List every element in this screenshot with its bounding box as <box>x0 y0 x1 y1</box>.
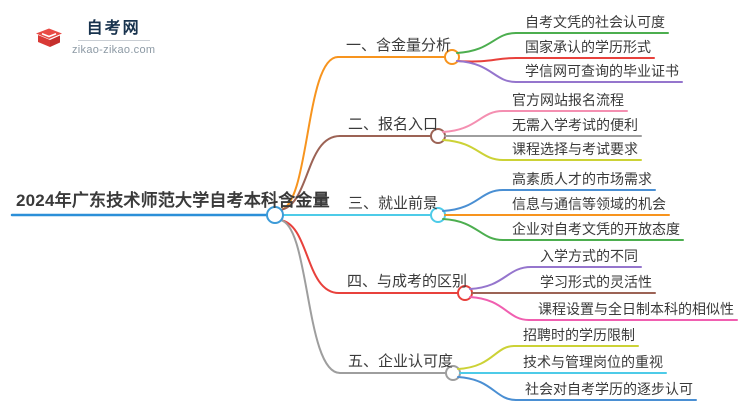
branch-child: 无需入学考试的便利 <box>512 116 638 133</box>
logo-title: 自考网 <box>86 20 141 37</box>
branch-title-3: 三、就业前景 <box>348 194 439 212</box>
branch-child: 企业对自考文凭的开放态度 <box>512 220 680 237</box>
branch-child: 学信网可查询的毕业证书 <box>525 62 679 79</box>
central-topic: 2024年广东技术师范大学自考本科含金量 <box>16 191 330 211</box>
branch-child: 课程选择与考试要求 <box>512 140 638 157</box>
branch-child: 入学方式的不同 <box>540 247 638 264</box>
branch-child: 学习形式的灵活性 <box>540 273 652 290</box>
graduation-cap-icon <box>28 15 64 56</box>
branch-child: 课程设置与全日制本科的相似性 <box>538 300 734 317</box>
site-logo: 自考网 zikao-zikao.com <box>28 14 155 56</box>
branch-child: 自考文凭的社会认可度 <box>525 13 665 30</box>
branch-title-4: 四、与成考的区别 <box>347 272 468 290</box>
branch-child: 技术与管理岗位的重视 <box>523 353 663 370</box>
logo-domain: zikao-zikao.com <box>72 44 156 56</box>
logo-divider <box>77 40 150 41</box>
branch-child: 信息与通信等领域的机会 <box>512 195 666 212</box>
branch-child: 招聘时的学历限制 <box>523 326 635 343</box>
branch-child: 高素质人才的市场需求 <box>512 170 652 187</box>
branch-title-5: 五、企业认可度 <box>348 352 454 370</box>
branch-child: 官方网站报名流程 <box>512 91 624 108</box>
branch-child: 社会对自考学历的逐步认可 <box>525 380 693 397</box>
branch-title-1: 一、含金量分析 <box>346 36 452 54</box>
branch-title-2: 二、报名入口 <box>348 115 439 133</box>
branch-child: 国家承认的学历形式 <box>525 38 651 55</box>
